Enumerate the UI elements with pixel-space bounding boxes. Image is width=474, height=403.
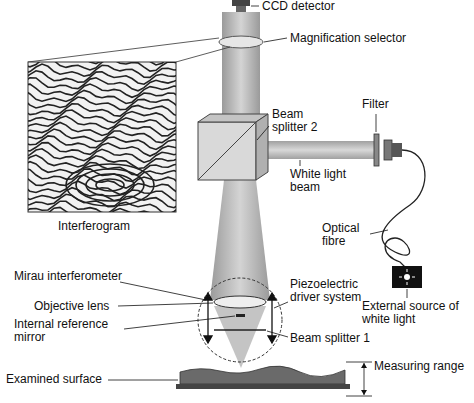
part-label: Beam splitter 1: [290, 332, 370, 345]
part-label: Objective lens: [34, 300, 109, 313]
fringe-ring: [86, 174, 134, 196]
fringe-line: [28, 104, 176, 117]
fringe-line: [28, 207, 176, 212]
part-label: Mirau interferometer: [14, 270, 122, 283]
fringe-ring: [66, 164, 154, 206]
part-label: Magnification selector: [290, 32, 406, 45]
part-label: White light beam: [290, 168, 360, 194]
fringe-line: [28, 123, 176, 136]
part-label: Internal reference mirror: [14, 318, 124, 344]
fringe-ring: [76, 169, 144, 201]
part-label: Optical fibre: [322, 222, 370, 248]
part-label: External source of white light: [362, 300, 470, 326]
part-label: Beam splitter 2: [272, 108, 334, 134]
part-label: Examined surface: [6, 373, 102, 386]
fringe-line: [28, 62, 176, 71]
fringe-line: [28, 136, 176, 150]
part-label: Filter: [362, 98, 389, 111]
part-label: Piezoelectric driver system: [290, 278, 390, 304]
fringe-ring: [96, 179, 124, 191]
fringe-line: [28, 110, 176, 123]
fringe-line: [28, 78, 176, 91]
part-label: Measuring range: [374, 360, 470, 373]
part-label: CCD detector: [262, 0, 335, 13]
fringe-line: [28, 71, 176, 84]
fringe-line: [28, 64, 176, 77]
part-label: Interferogram: [58, 220, 130, 233]
